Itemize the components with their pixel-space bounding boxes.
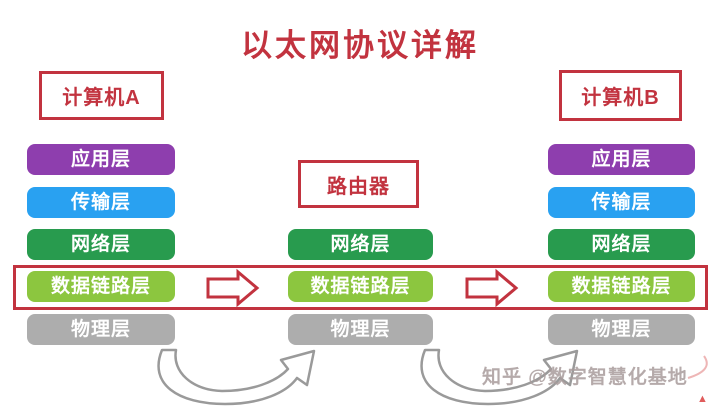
- router-physical-layer: 物理层: [288, 314, 433, 345]
- computer-a-application-layer: 应用层: [27, 144, 175, 175]
- router-label: 路由器: [298, 160, 419, 208]
- datalink-highlight-rect: [13, 265, 708, 310]
- curved-arrow-a-to-router-icon: [157, 348, 316, 406]
- computer-b-network-layer: 网络层: [548, 229, 695, 260]
- computer-b-datalink-layer: 数据链路层: [548, 271, 695, 302]
- computer-a-label: 计算机A: [39, 71, 164, 120]
- watermark: 知乎 @数字智慧化基地: [482, 367, 688, 388]
- diagram-title: 以太网协议详解: [241, 28, 479, 63]
- corner-watermark-swoosh-icon: [687, 355, 708, 379]
- computer-a-physical-layer: 物理层: [27, 314, 175, 345]
- computer-a-datalink-layer: 数据链路层: [27, 271, 175, 302]
- computer-a-network-layer: 网络层: [27, 229, 175, 260]
- router-datalink-layer: 数据链路层: [288, 271, 433, 302]
- computer-b-transport-layer: 传输层: [548, 187, 695, 218]
- computer-b-physical-layer: 物理层: [548, 314, 695, 345]
- computer-b-application-layer: 应用层: [548, 144, 695, 175]
- computer-a-transport-layer: 传输层: [27, 187, 175, 218]
- corner-logo-icon: ▲: [697, 393, 708, 405]
- router-network-layer: 网络层: [288, 229, 433, 260]
- computer-b-label: 计算机B: [559, 70, 682, 121]
